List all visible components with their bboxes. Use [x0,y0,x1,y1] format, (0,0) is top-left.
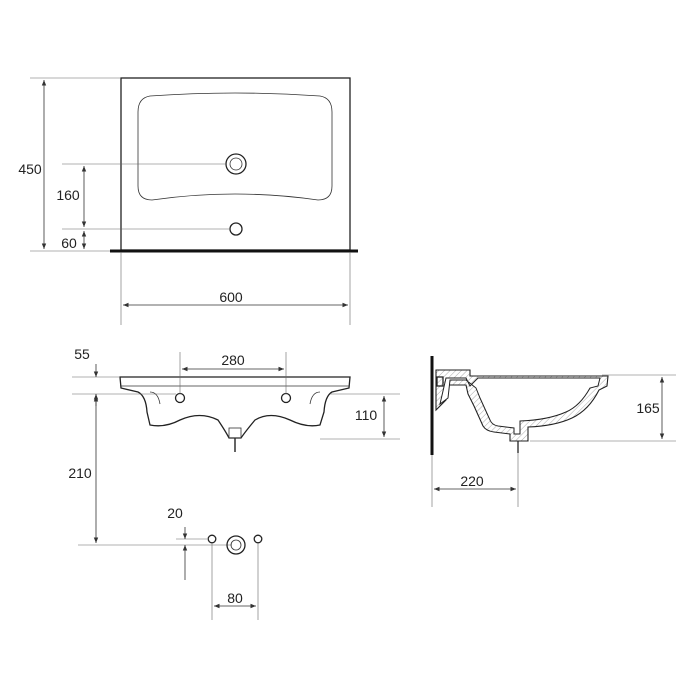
right-small-hole-icon [253,534,263,544]
dim-label-80: 80 [227,590,243,606]
front-view: 280 55 210 110 [68,346,400,546]
dim-label-280: 280 [221,352,245,368]
overflow-hole-icon [229,222,243,236]
dim-label-600: 600 [219,289,243,305]
side-section-view: 165 220 [430,356,676,507]
dim-label-160: 160 [56,187,80,203]
dim-label-55: 55 [74,346,90,362]
left-mounting-hole-icon [174,392,186,404]
dim-label-20: 20 [167,505,183,521]
hole-detail-view: 20 80 [167,505,263,620]
dim-label-220: 220 [460,473,484,489]
top-view-bowl [137,92,333,201]
dim-label-165: 165 [636,400,660,416]
dim-label-210: 210 [68,465,92,481]
dim-label-60: 60 [61,235,77,251]
dim-label-450: 450 [18,161,42,177]
tap-hole-icon [225,153,247,175]
top-view: 450 160 60 600 [18,77,358,325]
right-mounting-hole-icon [280,392,292,404]
left-small-hole-icon [207,534,217,544]
side-section-inner [439,377,601,435]
dim-label-110: 110 [355,407,378,423]
center-hole-icon [226,535,246,555]
